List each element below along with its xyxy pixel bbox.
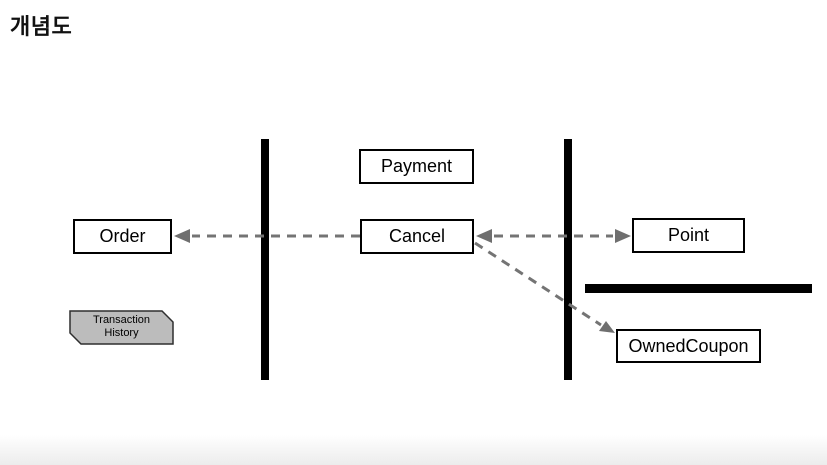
transaction-history-note-shape <box>69 310 174 345</box>
transaction-history-note-text: Transaction History <box>70 314 173 340</box>
node-payment-label: Payment <box>380 156 453 176</box>
edge-cancel-to-ownedcoupon <box>474 241 602 327</box>
node-order: Order <box>73 219 172 254</box>
node-point: Point <box>632 218 745 253</box>
arrowhead-into-order <box>174 229 190 243</box>
node-cancel-label: Cancel <box>388 226 446 246</box>
lifeline-bar-right <box>564 139 572 380</box>
node-owned-coupon-label: OwnedCoupon <box>628 335 749 356</box>
node-point-label: Point <box>667 225 710 245</box>
lifeline-bar-left <box>261 139 269 380</box>
node-owned-coupon: OwnedCoupon <box>616 329 761 363</box>
node-payment: Payment <box>359 149 474 184</box>
page-title: 개념도 <box>10 14 73 39</box>
node-order-label: Order <box>99 226 146 246</box>
arrowhead-into-cancel <box>476 229 492 243</box>
arrowhead-into-point <box>615 229 631 243</box>
note-line-1: Transaction <box>92 314 151 326</box>
arrowhead-into-ownedcoupon <box>599 321 615 333</box>
node-cancel: Cancel <box>360 219 474 254</box>
horizontal-bar <box>585 284 812 293</box>
note-line-2: History <box>104 327 139 339</box>
